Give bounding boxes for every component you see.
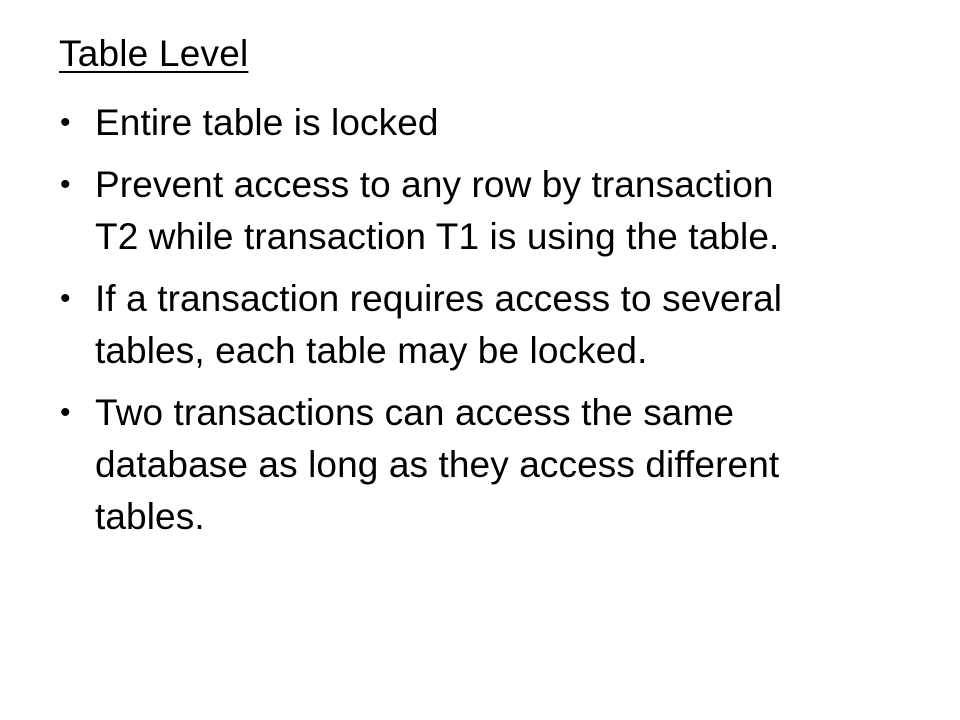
bullet-item-prevent-access: • Prevent access to any row by transacti… xyxy=(58,159,918,263)
bullet-text: Entire table is locked xyxy=(95,102,439,143)
bullet-text: If a transaction requires access to seve… xyxy=(95,278,783,371)
bullet-icon: • xyxy=(60,168,71,201)
bullet-text: Two transactions can access the same dat… xyxy=(95,392,780,537)
bullet-list: • Entire table is locked • Prevent acces… xyxy=(58,97,918,553)
bullet-icon: • xyxy=(60,282,71,315)
bullet-text: Prevent access to any row by transaction… xyxy=(95,164,780,257)
bullet-item-entire-table-locked: • Entire table is locked xyxy=(58,97,918,149)
bullet-item-two-transactions: • Two transactions can access the same d… xyxy=(58,387,918,543)
slide-heading: Table Level xyxy=(59,33,249,74)
bullet-item-several-tables: • If a transaction requires access to se… xyxy=(58,273,918,377)
bullet-icon: • xyxy=(60,106,71,139)
bullet-icon: • xyxy=(60,396,71,429)
